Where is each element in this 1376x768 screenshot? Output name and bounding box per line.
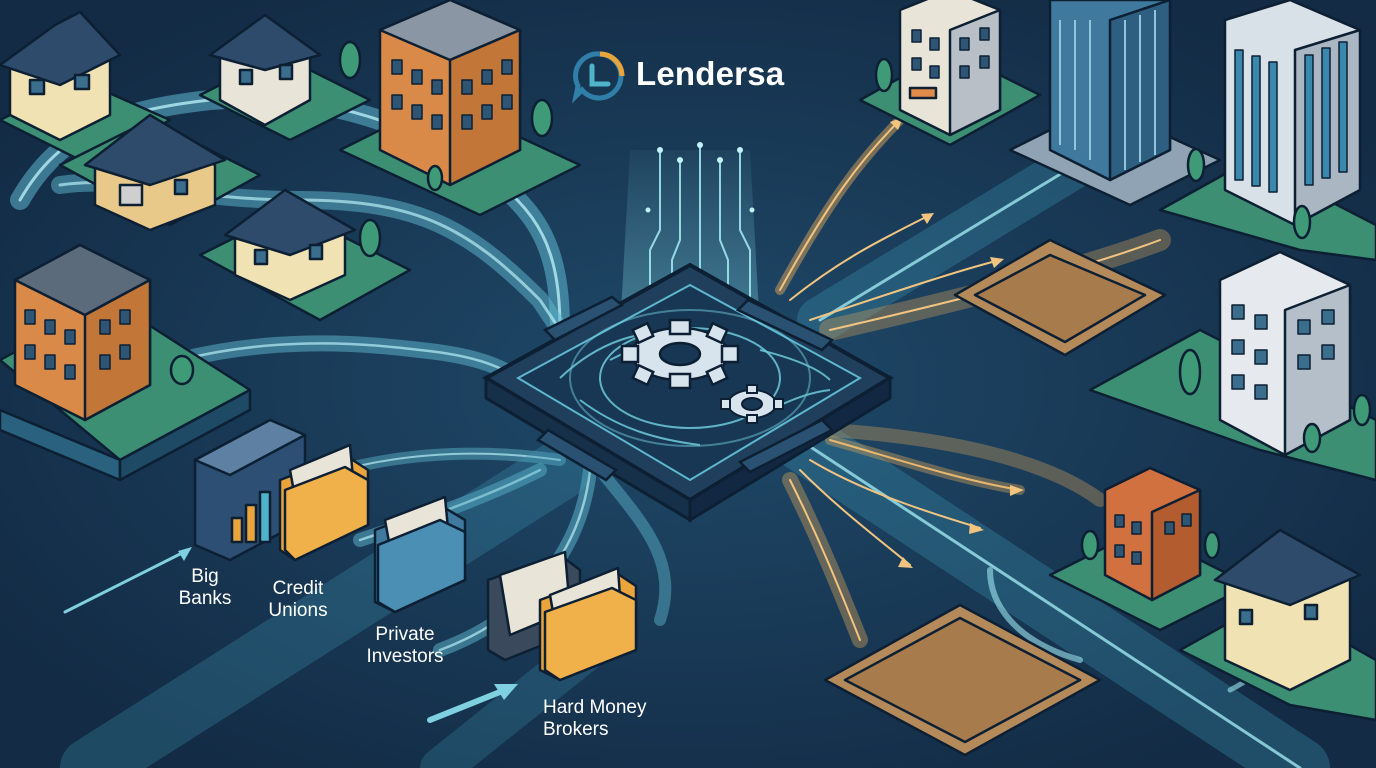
logo-icon-spacer	[572, 50, 626, 98]
right-neighborhood	[823, 0, 1376, 757]
gear-icon	[620, 318, 784, 424]
chat-bubble-logo-icon	[571, 51, 625, 104]
label-big-banks-line2: Banks	[178, 588, 232, 609]
brand-name: Lendersa	[636, 55, 785, 92]
brand-logo: Lendersa	[572, 50, 784, 98]
label-private-investors: Private Investors	[350, 624, 460, 668]
lender-folders	[193, 418, 638, 682]
label-credit-unions-line1: Credit	[272, 578, 324, 599]
label-hard-money-brokers-line2: Brokers	[543, 719, 609, 740]
label-hard-money-brokers-line1: Hard Money	[543, 697, 647, 718]
label-credit-unions: Credit Unions	[248, 578, 348, 622]
label-private-investors-line1: Private	[375, 624, 435, 645]
left-neighborhood	[0, 0, 582, 482]
label-big-banks: Big Banks	[160, 566, 250, 610]
label-private-investors-line2: Investors	[366, 646, 444, 667]
label-hard-money-brokers: Hard Money Brokers	[543, 697, 683, 741]
label-big-banks-line1: Big	[191, 566, 219, 587]
central-hub	[481, 142, 894, 523]
label-credit-unions-line2: Unions	[268, 600, 328, 621]
